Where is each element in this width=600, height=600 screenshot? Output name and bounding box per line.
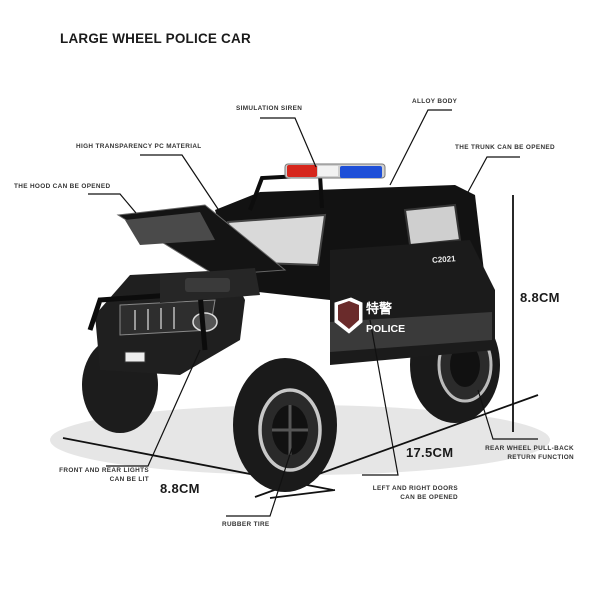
label-doors-line2: CAN BE OPENED (400, 494, 458, 501)
label-rubber-tire: RUBBER TIRE (222, 521, 270, 528)
dimension-width: 8.8CM (160, 481, 200, 496)
label-pullback-line1: REAR WHEEL PULL-BACK (485, 445, 574, 452)
label-lights-line1: FRONT AND REAR LIGHTS (59, 467, 149, 474)
dimension-length: 17.5CM (406, 445, 454, 460)
siren (284, 163, 386, 179)
front-right-wheel (233, 358, 337, 492)
label-lights-line2: CAN BE LIT (109, 476, 149, 483)
leader-lines (88, 109, 538, 517)
car-code-text: C2021 (431, 254, 456, 265)
label-alloy-body: ALLOY BODY (412, 98, 458, 105)
label-pc-material: HIGH TRANSPARENCY PC MATERIAL (76, 143, 202, 150)
door-badge-text: 特警 (366, 302, 393, 317)
page-title: LARGE WHEEL POLICE CAR (60, 31, 251, 46)
door-badge (334, 297, 363, 334)
label-pullback: REAR WHEEL PULL-BACK RETURN FUNCTION (485, 444, 574, 462)
label-trunk: THE TRUNK CAN BE OPENED (455, 144, 556, 151)
label-hood: THE HOOD CAN BE OPENED (14, 183, 111, 190)
label-doors: LEFT AND RIGHT DOORS CAN BE OPENED (373, 484, 458, 502)
door-police-text: POLICE (366, 323, 406, 335)
label-doors-line1: LEFT AND RIGHT DOORS (372, 485, 458, 492)
dimension-height: 8.8CM (520, 290, 560, 305)
label-lights: FRONT AND REAR LIGHTS CAN BE LIT (59, 466, 149, 484)
car-body (87, 185, 495, 375)
label-pullback-line2: RETURN FUNCTION (507, 454, 574, 461)
label-simulation-siren: SIMULATION SIREN (236, 105, 303, 112)
